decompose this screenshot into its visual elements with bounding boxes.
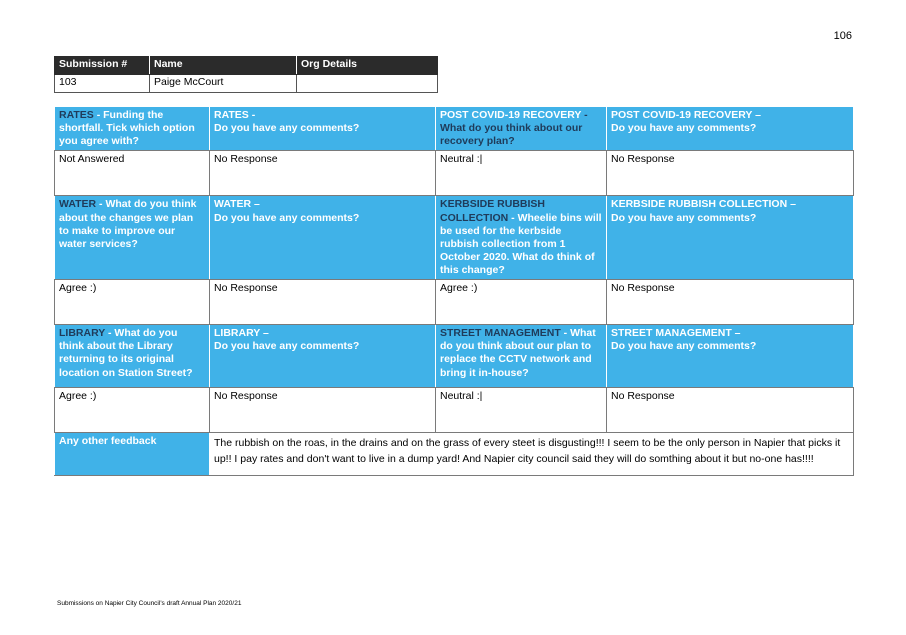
page-number: 106	[833, 30, 852, 42]
org-details-value	[296, 74, 438, 93]
library-question-cell: LIBRARY - What do you think about the Li…	[54, 324, 210, 389]
street-comments-title: STREET MANAGEMENT –	[611, 327, 741, 340]
covid-comments-title: POST COVID-19 RECOVERY –	[611, 109, 761, 121]
covid-separator: -	[581, 109, 588, 121]
submission-info-table: Submission # Name Org Details 103 Paige …	[54, 56, 438, 93]
name-header: Name	[149, 56, 297, 75]
rates-comments-answer: No Response	[209, 150, 436, 197]
covid-question: What do you think about our recovery pla…	[440, 122, 583, 148]
rates-comments-question-cell: RATES - Do you have any comments?	[209, 105, 436, 152]
library-comments-question: Do you have any comments?	[214, 340, 360, 353]
submission-responses-table: RATES - Funding the shortfall. Tick whic…	[54, 105, 854, 477]
rates-title: RATES	[59, 109, 94, 121]
library-comments-title: LIBRARY –	[214, 327, 269, 340]
kerbside-answer: Agree :)	[435, 279, 607, 326]
rates-answer: Not Answered	[54, 150, 210, 197]
water-title: WATER	[59, 198, 97, 211]
water-answer: Agree :)	[54, 279, 210, 326]
submission-header-row: Submission # Name Org Details	[54, 56, 438, 75]
kerbside-comments-question: Do you have any comments?	[611, 211, 757, 224]
library-answer: Agree :)	[54, 387, 210, 434]
answer-row: Agree :) No Response Neutral :| No Respo…	[54, 387, 854, 434]
rates-comments-title: RATES -	[214, 109, 256, 121]
page-footer: Submissions on Napier City Council's dra…	[57, 600, 242, 607]
feedback-text: The rubbish on the roas, in the drains a…	[209, 432, 854, 477]
question-row: LIBRARY - What do you think about the Li…	[54, 324, 854, 389]
org-details-header: Org Details	[296, 56, 438, 75]
rates-comments-question: Do you have any comments?	[214, 122, 360, 135]
question-row: WATER - What do you think about the chan…	[54, 195, 854, 281]
street-comments-question: Do you have any comments?	[611, 340, 757, 353]
street-comments-question-cell: STREET MANAGEMENT – Do you have any comm…	[606, 324, 854, 389]
name-value: Paige McCourt	[149, 74, 297, 93]
street-question-cell: STREET MANAGEMENT - What do you think ab…	[435, 324, 607, 389]
covid-comments-question-cell: POST COVID-19 RECOVERY – Do you have any…	[606, 105, 854, 152]
kerbside-question-cell: KERBSIDE RUBBISH COLLECTION - Wheelie bi…	[435, 195, 607, 281]
covid-comments-question: Do you have any comments?	[611, 122, 757, 135]
water-comments-answer: No Response	[209, 279, 436, 326]
kerbside-question: - Wheelie bins will be used for the kerb…	[440, 211, 602, 277]
submission-number-header: Submission #	[54, 56, 150, 75]
water-comments-question: Do you have any comments?	[214, 211, 360, 224]
kerbside-comments-question-cell: KERBSIDE RUBBISH COLLECTION – Do you hav…	[606, 195, 854, 281]
street-separator: -	[560, 327, 571, 340]
kerbside-comments-title: KERBSIDE RUBBISH COLLECTION –	[611, 198, 796, 211]
water-question-cell: WATER - What do you think about the chan…	[54, 195, 210, 281]
street-answer: Neutral :|	[435, 387, 607, 434]
library-question: - What do you think about the Library re…	[59, 327, 193, 379]
covid-title: POST COVID-19 RECOVERY	[440, 109, 582, 121]
kerbside-title: KERBSIDE RUBBISH COLLECTION	[440, 198, 546, 224]
submission-value-row: 103 Paige McCourt	[54, 74, 438, 93]
covid-question-cell: POST COVID-19 RECOVERY - What do you thi…	[435, 105, 607, 152]
library-comments-answer: No Response	[209, 387, 436, 434]
kerbside-comments-answer: No Response	[606, 279, 854, 326]
street-question: What do you think about our plan to repl…	[440, 327, 596, 379]
street-title: STREET MANAGEMENT	[440, 327, 561, 340]
water-question: - What do you think about the changes we…	[59, 198, 197, 250]
submission-number-value: 103	[54, 74, 150, 93]
rates-question: - Funding the shortfall. Tick which opti…	[59, 109, 195, 148]
feedback-row: Any other feedback The rubbish on the ro…	[54, 432, 854, 477]
covid-comments-answer: No Response	[606, 150, 854, 197]
library-comments-question-cell: LIBRARY – Do you have any comments?	[209, 324, 436, 389]
covid-answer: Neutral :|	[435, 150, 607, 197]
street-comments-answer: No Response	[606, 387, 854, 434]
answer-row: Not Answered No Response Neutral :| No R…	[54, 150, 854, 197]
answer-row: Agree :) No Response Agree :) No Respons…	[54, 279, 854, 326]
water-comments-question-cell: WATER – Do you have any comments?	[209, 195, 436, 281]
library-title: LIBRARY	[59, 327, 106, 340]
water-comments-title: WATER –	[214, 198, 260, 211]
rates-question-cell: RATES - Funding the shortfall. Tick whic…	[54, 105, 210, 152]
feedback-label: Any other feedback	[54, 432, 210, 477]
question-row: RATES - Funding the shortfall. Tick whic…	[54, 105, 854, 152]
